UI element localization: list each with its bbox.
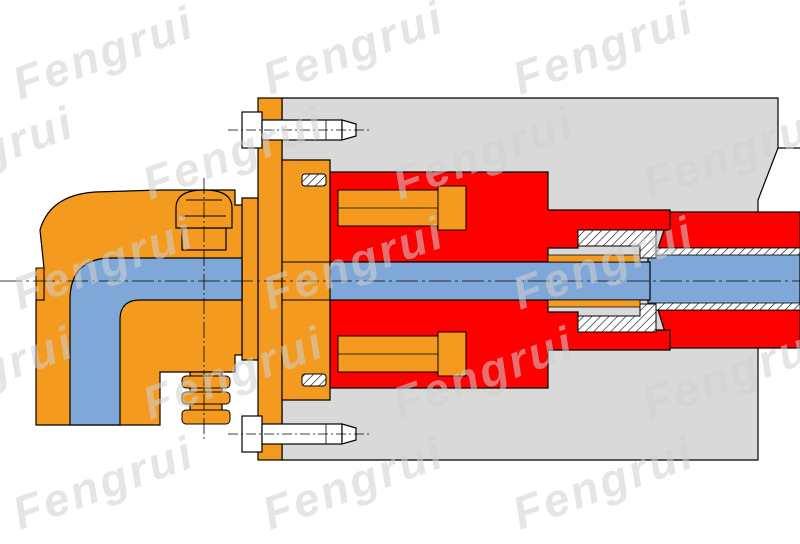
watermark-text: Fengrui [0, 96, 82, 210]
packing-seal-lower [577, 303, 657, 333]
watermark-text: Fengrui [506, 0, 702, 104]
joint-flange [241, 97, 331, 461]
shaft-bore [647, 247, 800, 311]
watermark-text: Fengrui [6, 426, 202, 540]
hex-bolt-icon [228, 415, 370, 453]
hex-bolt-icon [228, 111, 370, 149]
rotating-shaft [647, 211, 800, 349]
seal-rings [337, 185, 467, 377]
hex-nut-icon [181, 371, 231, 425]
o-ring-lower [301, 373, 327, 387]
watermark-text: Fengrui [256, 0, 452, 104]
center-lines [0, 178, 800, 440]
elbow-flow-path [69, 257, 243, 426]
o-ring-upper [301, 173, 327, 187]
watermark-text: Fengrui [6, 0, 202, 109]
